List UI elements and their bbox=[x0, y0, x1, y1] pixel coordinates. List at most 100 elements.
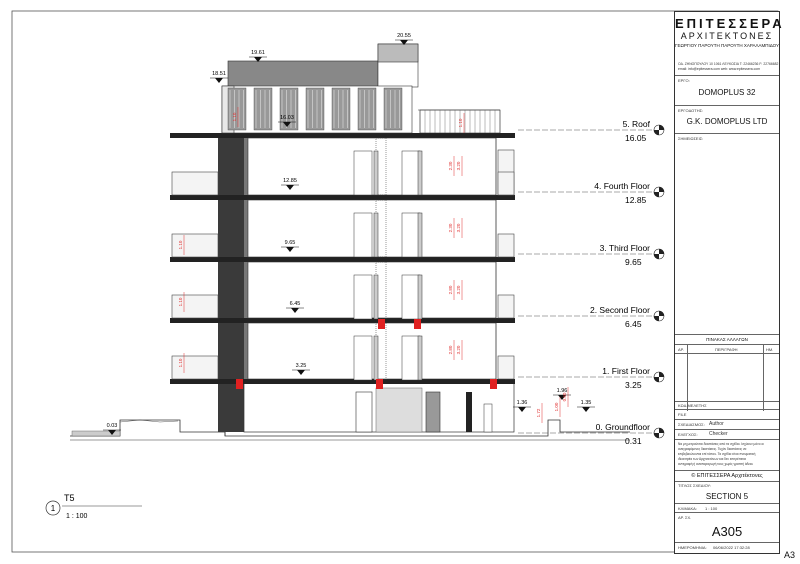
svg-text:18.51: 18.51 bbox=[212, 71, 226, 77]
spot-elevation: 6.45 bbox=[286, 301, 304, 313]
dimension-value: 1.10 bbox=[232, 112, 237, 121]
level-name: 3. Third Floor bbox=[600, 243, 651, 253]
dimension-value: 1.10 bbox=[458, 118, 463, 127]
svg-text:1.36: 1.36 bbox=[517, 400, 528, 406]
svg-text:12.85: 12.85 bbox=[283, 178, 297, 184]
ground-floor bbox=[243, 381, 515, 433]
dimension-value: 1.72 bbox=[536, 408, 541, 417]
right-balconies bbox=[497, 149, 515, 380]
spot-elevation: 20.55 bbox=[395, 33, 413, 45]
dimension-value: 2.30 bbox=[448, 161, 453, 170]
level-elevation: 12.85 bbox=[625, 195, 647, 205]
spot-elevation: 3.25 bbox=[292, 363, 310, 375]
structural-beams bbox=[236, 319, 497, 389]
scale-cell: ΚΛΙΜΑΚΑ: 1 : 100 bbox=[675, 503, 779, 513]
notes-cell: ΣΗΜΕΙΩΣΕΙΣ: bbox=[675, 133, 779, 335]
spot-elevation: 9.65 bbox=[281, 240, 299, 252]
level-name: 2. Second Floor bbox=[590, 305, 650, 315]
svg-text:19.61: 19.61 bbox=[251, 50, 265, 56]
ground-line bbox=[70, 419, 630, 441]
svg-text:0.03: 0.03 bbox=[107, 423, 118, 429]
svg-text:16.03: 16.03 bbox=[280, 115, 294, 121]
spot-elevation: 12.85 bbox=[281, 178, 299, 190]
dimension-value: 3.20 bbox=[456, 285, 461, 294]
dimension-value: 1.10 bbox=[178, 240, 183, 249]
checker-name: Checker bbox=[709, 431, 728, 437]
project-name: DOMOPLUS 32 bbox=[698, 88, 756, 97]
designer-name: Author bbox=[709, 421, 724, 427]
level-marker: 3. Third Floor 9.65 bbox=[518, 243, 665, 267]
revisions-table: ΑΡ. ΠΕΡΙΓΡΑΦΗ ΗΜ. bbox=[675, 344, 779, 411]
interior-doors bbox=[353, 137, 497, 381]
title-block: ΕΠΙΤΕΣΣΕΡΑ ΑΡΧΙΤΕΚΤΟΝΕΣ ΓΕΩΡΓΙΟΥ ΠΑΡΟΥΤΗ… bbox=[674, 11, 785, 554]
level-elevation: 9.65 bbox=[625, 257, 642, 267]
designer-cell: ΣΧΕΔΙΑΣΜΟΣ: Author bbox=[675, 419, 779, 430]
svg-text:1.96: 1.96 bbox=[557, 388, 568, 394]
date-cell: ΗΜΕΡΟΜΗΝΙΑ: 06/06/2022 17:32:28 bbox=[675, 542, 779, 553]
file-cell: FILE bbox=[675, 409, 779, 420]
drawing-title: SECTION 5 bbox=[705, 492, 749, 501]
legal-notes: Να μη μετρούνται διαστάσεις από τα σχέδι… bbox=[675, 439, 779, 471]
revisions-title: ΠΙΝΑΚΑΣ ΑΛΛΑΓΩΝ bbox=[675, 334, 779, 345]
firm-subtitle: ΑΡΧΙΤΕΚΤΟΝΕΣ bbox=[680, 31, 774, 41]
penthouse-shutters bbox=[227, 87, 403, 131]
spot-elevation: 16.03 bbox=[278, 115, 296, 127]
dimension-value: 2.80 bbox=[448, 345, 453, 354]
level-name: 5. Roof bbox=[623, 119, 651, 129]
dimension-value: 3.20 bbox=[456, 345, 461, 354]
level-marker: 4. Fourth Floor 12.85 bbox=[518, 181, 665, 205]
level-elevation: 3.25 bbox=[625, 380, 642, 390]
dimension-value: 3.20 bbox=[456, 223, 461, 232]
view-name: T5 bbox=[64, 493, 75, 503]
level-markers: 5. Roof 16.05 4. Fourth Floor 12.85 3. Third… bbox=[518, 119, 665, 446]
dimension-value: 1.10 bbox=[178, 297, 183, 306]
study-code-cell: ΚΩΔ.ΜΕΛΕΤΗΣ bbox=[675, 401, 779, 410]
spot-elevation: 1.36 bbox=[513, 400, 531, 412]
level-marker: 1. First Floor 3.25 bbox=[518, 366, 665, 390]
sheet-number: A305 bbox=[711, 524, 743, 539]
svg-text:1.35: 1.35 bbox=[581, 400, 592, 406]
spot-elevation: 19.61 bbox=[249, 50, 267, 62]
project-cell: ΕΡΓΟ: DOMOPLUS 32 bbox=[675, 75, 779, 106]
level-marker: 0. Groundfloor 0.31 bbox=[518, 422, 665, 446]
spot-elevations: 19.61 20.55 18.51 16.03 12.85 9.65 6.45 3.25 0.0… bbox=[103, 33, 595, 435]
drawing-date: 06/06/2022 17:32:28 bbox=[713, 545, 750, 550]
checker-cell: ΕΛΕΓΧΟΣ: Checker bbox=[675, 429, 779, 440]
dimension-value: 1.10 bbox=[178, 358, 183, 367]
level-name: 4. Fourth Floor bbox=[594, 181, 650, 191]
sheet-size: A3 bbox=[784, 550, 796, 560]
level-name: 1. First Floor bbox=[602, 366, 650, 376]
roof-railing bbox=[419, 110, 501, 133]
svg-text:20.55: 20.55 bbox=[397, 33, 411, 39]
left-balconies bbox=[171, 171, 219, 380]
dimension-value: 1.00 bbox=[554, 402, 559, 411]
spot-elevation: 0.03 bbox=[103, 423, 121, 435]
level-marker: 5. Roof 16.05 bbox=[518, 119, 665, 143]
copyright-cell: © ΕΠΙΤΕΣΣΕΡΑ Αρχιτέκτονες bbox=[675, 470, 779, 482]
spot-elevation: 18.51 bbox=[210, 71, 228, 83]
svg-text:9.65: 9.65 bbox=[285, 240, 296, 246]
client-name: G.K. DOMOPLUS LTD bbox=[686, 117, 768, 126]
firm-name: ΕΠΙΤΕΣΣΕΡΑ bbox=[675, 16, 785, 31]
dimension-value: 2.80 bbox=[448, 285, 453, 294]
dimension-value: 0.60 bbox=[562, 392, 567, 401]
firm-contact: ΟΔ. ΖΗΝΟΠΟΥΛΟΥ 10 1061 ΛΕΥΚΩΣΙΑ Τ: 22466… bbox=[678, 62, 779, 71]
svg-text:6.45: 6.45 bbox=[290, 301, 301, 307]
level-marker: 2. Second Floor 6.45 bbox=[518, 305, 665, 329]
view-title: 1 T5 1 : 100 bbox=[45, 493, 142, 520]
sheet-number-cell: ΑΡ. ΣΧ. A305 bbox=[675, 512, 779, 543]
dimension-value: 2.30 bbox=[448, 223, 453, 232]
drawing-title-cell: ΤΙΤΛΟΣ ΣΧΕΔΙΟΥ: SECTION 5 bbox=[675, 481, 779, 504]
level-elevation: 6.45 bbox=[625, 319, 642, 329]
floor-slabs bbox=[170, 133, 515, 384]
firm-people: ΓΕΩΡΓΙΟΥ ΠΑΡΟΥΤΗ ΠΑΡΟΥΤΗ ΧΑΡΑΛΑΜΠΙΔΟΥ bbox=[675, 43, 780, 48]
svg-text:3.25: 3.25 bbox=[296, 363, 307, 369]
view-number: 1 bbox=[51, 504, 56, 513]
level-elevation: 0.31 bbox=[625, 436, 642, 446]
spot-elevation: 1.35 bbox=[577, 400, 595, 412]
view-scale: 1 : 100 bbox=[66, 513, 88, 520]
level-elevation: 16.05 bbox=[625, 133, 647, 143]
level-name: 0. Groundfloor bbox=[596, 422, 651, 432]
